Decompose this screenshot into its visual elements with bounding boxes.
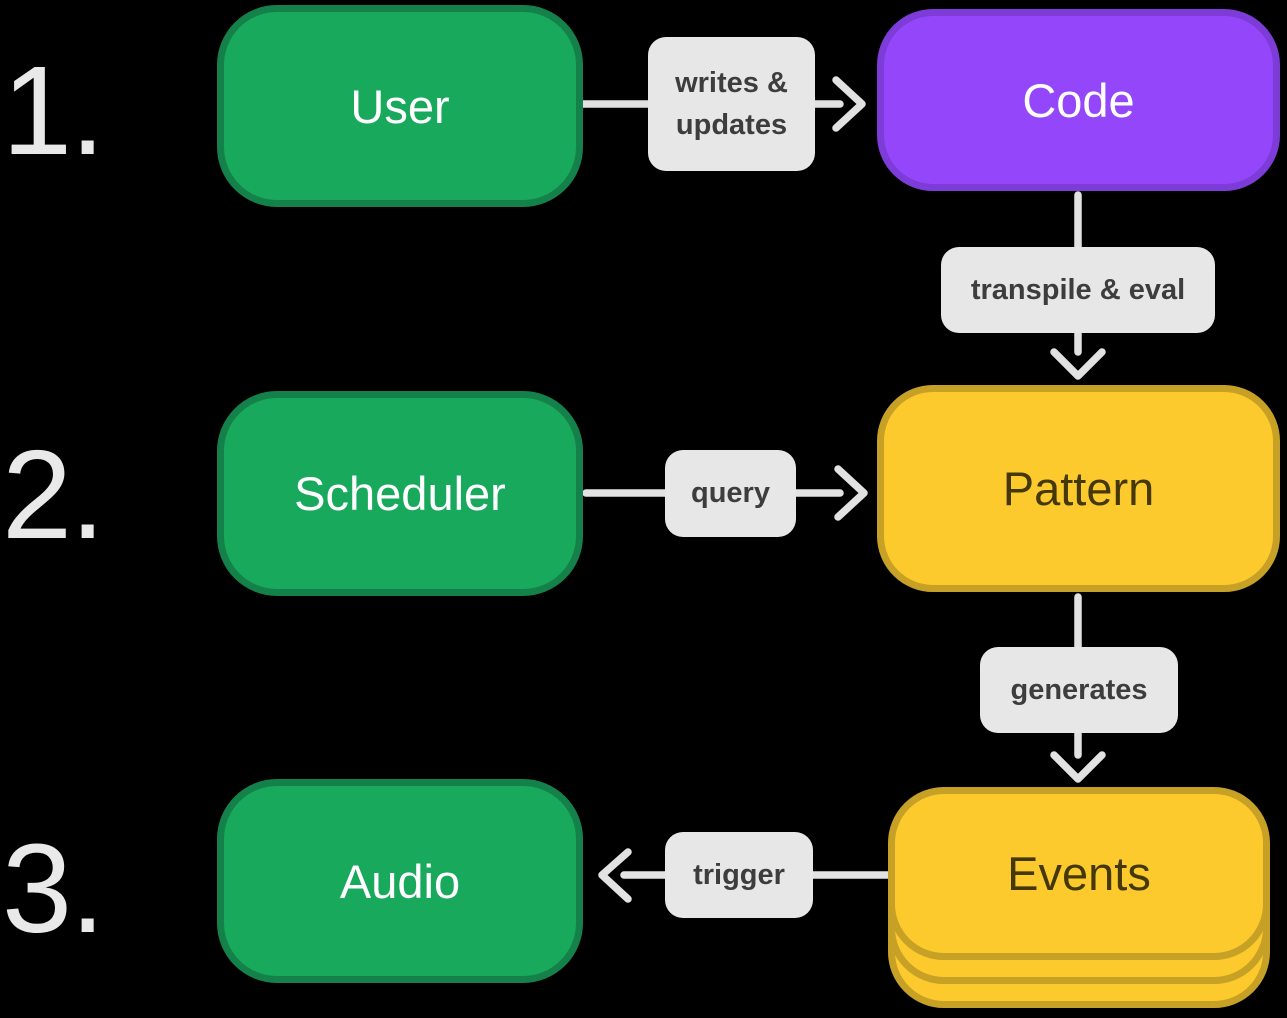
node-pattern: Pattern [877, 385, 1280, 592]
step-number-1: 1. [2, 40, 105, 181]
node-pattern-label: Pattern [1002, 462, 1155, 515]
step-number-3: 3. [2, 818, 105, 959]
edge-label-transpile-eval-text: transpile & eval [970, 273, 1186, 306]
node-audio: Audio [217, 779, 583, 983]
edge-label-writes-updates: writes & updates [648, 37, 815, 171]
arrow-down-icon [1050, 751, 1106, 783]
step-number-2: 2. [2, 424, 105, 565]
edge-label-trigger: trigger [665, 832, 813, 918]
node-events-label: Events [1007, 847, 1151, 900]
arrow-down-icon [1050, 348, 1106, 380]
edge-label-query: query [665, 450, 796, 537]
arrow-right-icon [834, 465, 868, 521]
arrow-left-icon [598, 848, 632, 903]
node-user: User [217, 5, 583, 207]
node-code-label: Code [1022, 73, 1135, 127]
node-scheduler-label: Scheduler [294, 467, 506, 520]
edge-label-transpile-eval: transpile & eval [941, 247, 1215, 333]
arrow-right-icon [832, 76, 866, 132]
node-events: Events [888, 787, 1270, 960]
edge-label-writes-updates-text: writes & updates [675, 66, 788, 141]
node-audio-label: Audio [339, 854, 461, 908]
edge-label-query-text: query [691, 477, 770, 510]
node-events-stack: Events [888, 787, 1270, 1008]
edge-label-trigger-text: trigger [693, 858, 785, 891]
node-scheduler: Scheduler [217, 391, 583, 596]
node-user-label: User [350, 79, 450, 133]
edge-label-generates: generates [980, 647, 1178, 733]
edge-label-generates-text: generates [1010, 673, 1148, 706]
node-code: Code [877, 9, 1280, 191]
